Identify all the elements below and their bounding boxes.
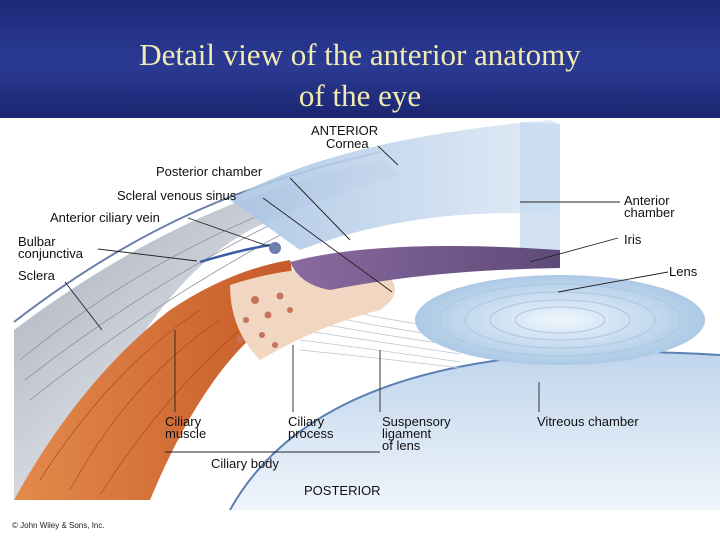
label-ciliary-process-line2: process — [288, 426, 334, 441]
label-anterior-ciliary-vein: Anterior ciliary vein — [50, 210, 160, 225]
label-anterior-chamber: Anterior chamber — [624, 193, 675, 220]
label-ciliary-process-line1: Ciliary — [288, 414, 325, 429]
label-suspensory-line2: ligament — [382, 426, 432, 441]
anterior-ciliary-vein-shape — [199, 243, 271, 264]
label-suspensory-ligament: Suspensory ligament of lens — [382, 414, 451, 453]
label-cornea: Cornea — [326, 136, 369, 151]
vitreous-chamber-region — [230, 351, 720, 510]
label-anterior-chamber-line1: Anterior — [624, 193, 670, 208]
title-line-1: Detail view of the anterior anatomy — [139, 37, 581, 72]
label-sclera: Sclera — [18, 268, 55, 283]
label-ciliary-muscle-line2: muscle — [165, 426, 207, 441]
label-bulbar-line1: Bulbar — [18, 234, 56, 249]
label-bulbar-conjunctiva: Bulbar conjunctiva — [18, 234, 84, 261]
label-ciliary-process: Ciliary process — [288, 414, 334, 441]
label-lens: Lens — [669, 264, 698, 279]
label-suspensory-line1: Suspensory — [382, 414, 451, 429]
label-anterior: ANTERIOR — [311, 123, 379, 138]
lens-shape — [415, 275, 705, 365]
label-bulbar-line2: conjunctiva — [18, 246, 84, 261]
label-anterior-chamber-line2: chamber — [624, 205, 675, 220]
label-posterior: POSTERIOR — [304, 483, 381, 498]
label-scleral-venous-sinus: Scleral venous sinus — [117, 188, 237, 203]
ciliary-process-shape — [230, 266, 395, 360]
title-bar — [0, 0, 720, 118]
title-line-2: of the eye — [298, 78, 422, 113]
label-iris: Iris — [624, 232, 642, 247]
slide-title: Detail view of the anterior anatomy of t… — [60, 34, 660, 116]
scleral-venous-sinus-shape — [269, 242, 281, 254]
label-ciliary-muscle: Ciliary muscle — [165, 414, 207, 441]
copyright-text: © John Wiley & Sons, Inc. — [12, 521, 105, 530]
cornea-shape — [230, 120, 560, 250]
leader-lines — [64, 145, 669, 453]
iris-shape — [290, 246, 560, 290]
ciliary-muscle-shape — [14, 260, 292, 500]
sclera-lines — [19, 214, 281, 401]
cornea-surface-right — [520, 122, 560, 250]
muscle-striations — [39, 309, 241, 496]
label-ciliary-body: Ciliary body — [211, 456, 279, 471]
ciliary-process-blobs — [236, 292, 293, 348]
label-ciliary-muscle-line1: Ciliary — [165, 414, 202, 429]
label-vitreous-chamber: Vitreous chamber — [537, 414, 639, 429]
label-suspensory-line3: of lens — [382, 438, 421, 453]
lens-rings — [439, 283, 681, 357]
label-posterior-chamber: Posterior chamber — [156, 164, 263, 179]
